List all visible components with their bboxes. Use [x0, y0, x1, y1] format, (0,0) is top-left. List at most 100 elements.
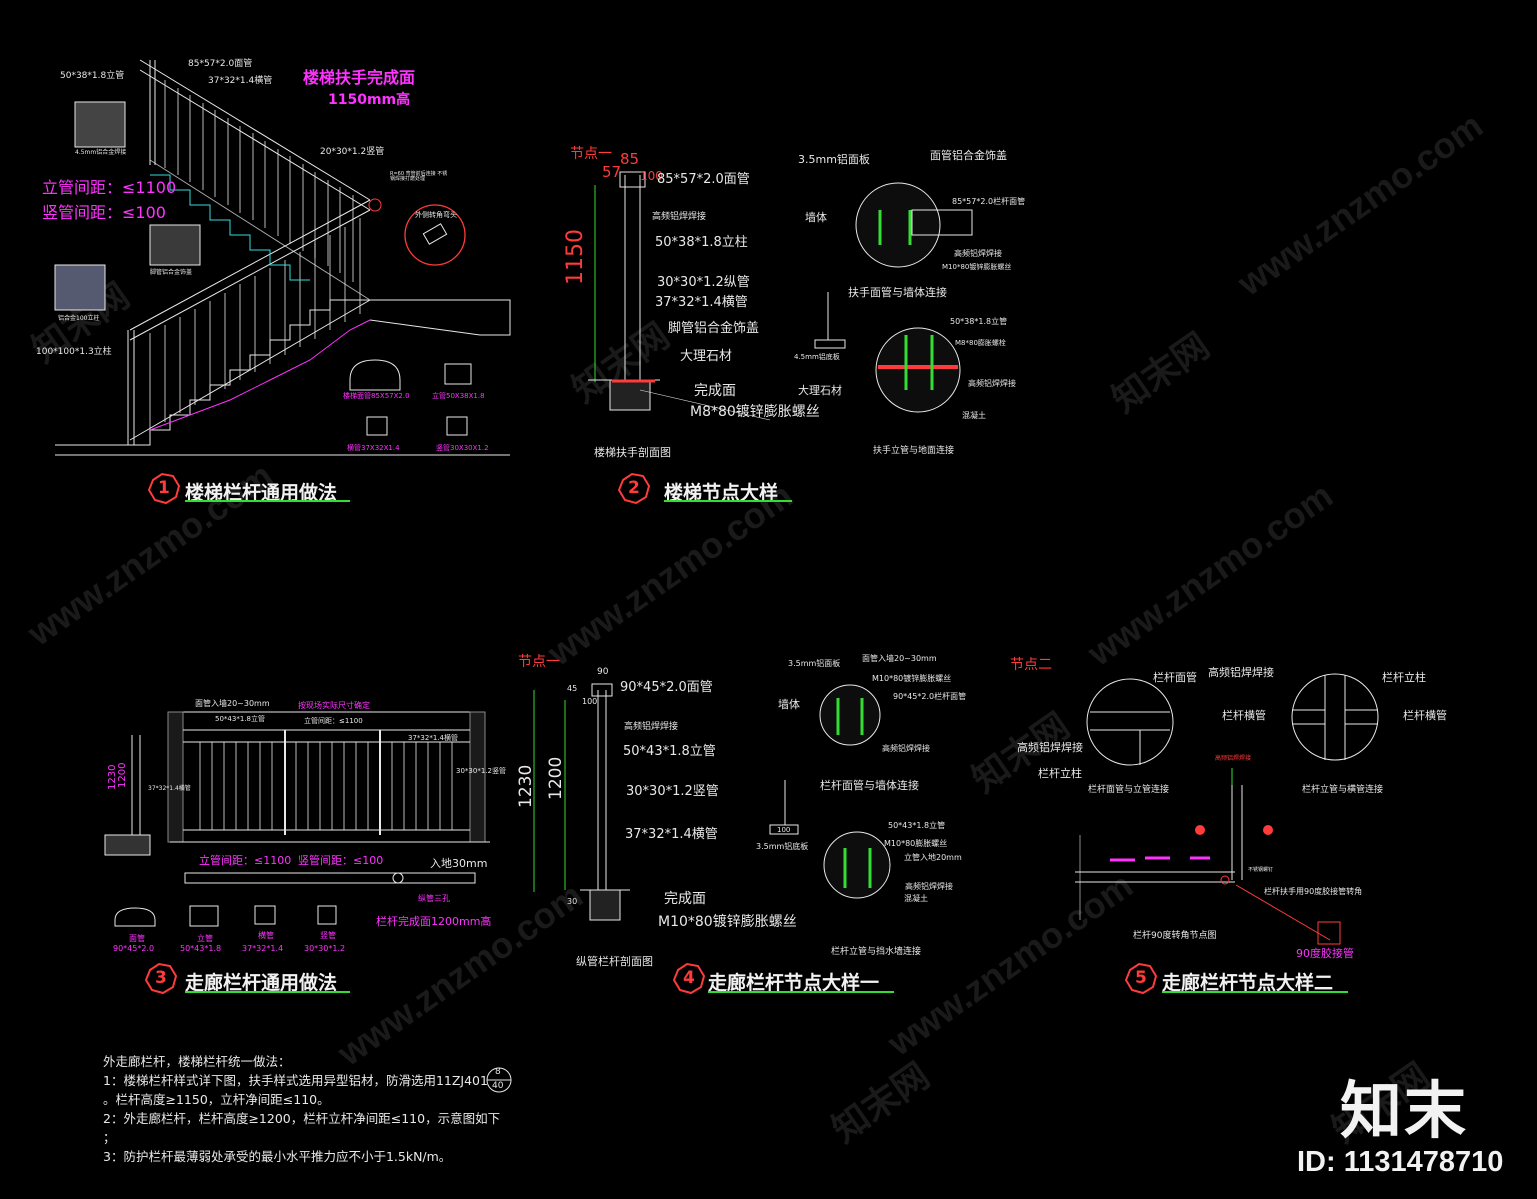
section-4-title: 走廊栏杆节点大样一 — [708, 972, 880, 994]
s5-l4: 栏杆立柱 — [1038, 767, 1082, 780]
s4-label-1: 90*45*2.0面管 — [620, 680, 713, 695]
note-line-2: 1：楼梯栏杆样式详下图，扶手样式选用异型铝材，防滑选用11ZJ401 — [103, 1073, 488, 1088]
stair-spacing-2: 竖管间距：≤100 — [42, 203, 166, 222]
s4-label-6: 完成面 — [664, 891, 706, 907]
section-4-underline — [708, 991, 894, 993]
ref-bottom: 40 — [492, 1081, 504, 1091]
note-line-1: 外走廊栏杆，楼梯栏杆统一做法： — [103, 1054, 291, 1069]
s4-dim-90: 90 — [597, 667, 609, 677]
section-5-underline — [1162, 991, 1348, 993]
ref-top: 8 — [495, 1067, 501, 1077]
section-3-number: 3 — [155, 968, 167, 988]
s4-dim-1200: 1200 — [546, 756, 566, 800]
s4-d1-d: 90*45*2.0栏杆面管 — [893, 692, 967, 701]
s4-node: 节点一 — [518, 654, 560, 670]
photo-2-caption: 脚管铝合金饰盖 — [150, 269, 193, 276]
note-line-6: 3：防护栏杆最薄弱处承受的最小水平推力应不小于1.5kN/m。 — [103, 1149, 452, 1164]
d2-e: 高频铝焊焊接 — [968, 379, 1016, 388]
dim-57: 57 — [602, 163, 622, 181]
s2-label-4: 30*30*1.2纵管 — [657, 275, 750, 290]
s4-d1-f: 高频铝焊焊接 — [882, 744, 930, 753]
s4-d1-c: M10*80镀锌膨胀螺丝 — [872, 674, 952, 683]
s5-cap4: 栏杆扶手用90度胶接管转角 — [1264, 887, 1363, 896]
s3-top4: 立管间距：≤1100 — [304, 717, 363, 725]
label-top: 85*57*2.0面管 — [188, 59, 253, 69]
d2-a: 50*38*1.8立管 — [950, 317, 1008, 326]
s3-embed: 入地30mm — [430, 857, 488, 870]
s4-d2-f: 混凝土 — [904, 894, 928, 903]
note-line-3: 。栏杆高度≥1150，立杆净间距≤110。 — [103, 1092, 330, 1107]
section-2-number: 2 — [628, 478, 640, 498]
s4-caption: 纵管栏杆剖面图 — [576, 955, 653, 968]
s5-l1: 栏杆面管 — [1153, 671, 1197, 684]
stair-height: 1150mm高 — [328, 92, 411, 108]
label-newel: 100*100*1.3立柱 — [36, 347, 112, 357]
photo-3-caption: 铝合金100立柱 — [58, 315, 100, 322]
s5-cap2: 栏杆立管与横管连接 — [1302, 785, 1384, 795]
section-1-number: 1 — [158, 478, 170, 498]
s2-label-2: 高频铝焊焊接 — [652, 212, 707, 222]
s4-d2-caption: 栏杆立管与挡水墙连接 — [831, 947, 922, 957]
s3-spacing-1: 立管间距：≤1100 — [199, 854, 292, 867]
profile-3-label: 横管37X32X1.4 — [347, 444, 400, 452]
s4-dim-1230: 1230 — [516, 764, 536, 808]
s4-label-5: 37*32*1.4横管 — [625, 827, 718, 842]
s3-spacing-2: 竖管间距：≤100 — [298, 854, 384, 867]
d1-d: 85*57*2.0栏杆面管 — [952, 197, 1026, 206]
s3-p2-size: 50*43*1.8 — [180, 944, 222, 953]
stair-spacing-1: 立管间距：≤1100 — [42, 178, 177, 197]
s4-d2-b: M10*80膨胀螺丝 — [884, 839, 948, 848]
dim-100: 100 — [640, 169, 663, 183]
s4-label-7: M10*80镀锌膨胀螺丝 — [658, 914, 797, 930]
detail-note: R=60 弯管前后连接 不锈钢焊接打磨处理 — [390, 171, 448, 182]
s3-done: 栏杆完成面1200mm高 — [376, 915, 492, 928]
s5-cap1: 栏杆面管与立管连接 — [1088, 785, 1170, 795]
s5-l5: 栏杆横管 — [1222, 709, 1266, 722]
s4-label-2: 高频铝焊焊接 — [624, 722, 679, 732]
s4-d1-b: 面管入墙20~30mm — [862, 654, 937, 663]
s3-p2-name: 立管 — [197, 934, 213, 943]
s3-dim-1200: 1200 — [117, 762, 128, 788]
s2-caption: 楼梯扶手剖面图 — [594, 446, 671, 459]
s5-small2: 不锈钢螺钉 — [1248, 867, 1274, 873]
note-line-4: 2：外走廊栏杆，栏杆高度≥1200，栏杆立杆净间距≤110，示意图如下 — [103, 1111, 501, 1126]
photo-1-caption: 4.5mm铝合金焊接 — [75, 149, 127, 156]
s4-dim-45: 45 — [567, 684, 578, 693]
d2-f: 混凝土 — [962, 411, 986, 420]
s3-p4-name: 竖管 — [320, 931, 336, 940]
node-label: 节点一 — [570, 146, 612, 162]
profile-2-label: 立管50X38X1.8 — [432, 392, 485, 400]
s3-top2: 按现场实际尺寸确定 — [298, 701, 370, 710]
label-post: 50*38*1.8立管 — [60, 71, 125, 81]
s4-d1-e: 墙体 — [778, 698, 800, 711]
note-line-5: ； — [103, 1130, 116, 1145]
s4-d2-d: 3.5mm铝底板 — [756, 842, 809, 851]
s3-right: 30*30*1.2竖管 — [456, 767, 506, 775]
d1-b: 面管铝合金饰盖 — [930, 149, 1007, 162]
s4-d2-c: 立管入地20mm — [904, 853, 962, 862]
section-5-title: 走廊栏杆节点大样二 — [1162, 972, 1334, 994]
d2-d: 大理石材 — [798, 384, 842, 397]
profile-4-label: 竖管30X30X1.2 — [436, 444, 489, 452]
profile-1-label: 楼梯面管85X57X2.0 — [343, 392, 410, 400]
s3-p4-size: 30*30*1.2 — [304, 944, 346, 953]
s4-dim-30: 30 — [567, 897, 578, 906]
s5-l6: 栏杆横管 — [1403, 709, 1447, 722]
s5-l7: 高频铝焊焊接 — [1017, 741, 1083, 754]
d2-caption: 扶手立管与地面连接 — [873, 446, 955, 456]
s3-top1: 面管入墙20~30mm — [195, 699, 270, 708]
s5-cap5: 90度胶接管 — [1296, 947, 1354, 960]
section-2-title: 楼梯节点大样 — [664, 482, 779, 504]
s5-l3: 栏杆立柱 — [1382, 671, 1426, 684]
d1-caption: 扶手面管与墙体连接 — [848, 286, 947, 299]
s5-node: 节点二 — [1010, 657, 1052, 673]
s3-top5: 37*32*1.4横管 — [408, 734, 458, 742]
s4-d2-dim: 100 — [777, 826, 791, 834]
s5-small1: 高频铝焊焊接 — [1215, 755, 1252, 762]
s2-label-3: 50*38*1.8立柱 — [655, 235, 748, 250]
section-5-number: 5 — [1135, 968, 1147, 988]
s2-label-6: 脚管铝合金饰盖 — [668, 321, 760, 336]
s2-label-1: 85*57*2.0面管 — [657, 172, 750, 187]
general-notes: 外走廊栏杆，楼梯栏杆统一做法： 1：楼梯栏杆样式详下图，扶手样式选用异型铝材，防… — [103, 1052, 500, 1166]
